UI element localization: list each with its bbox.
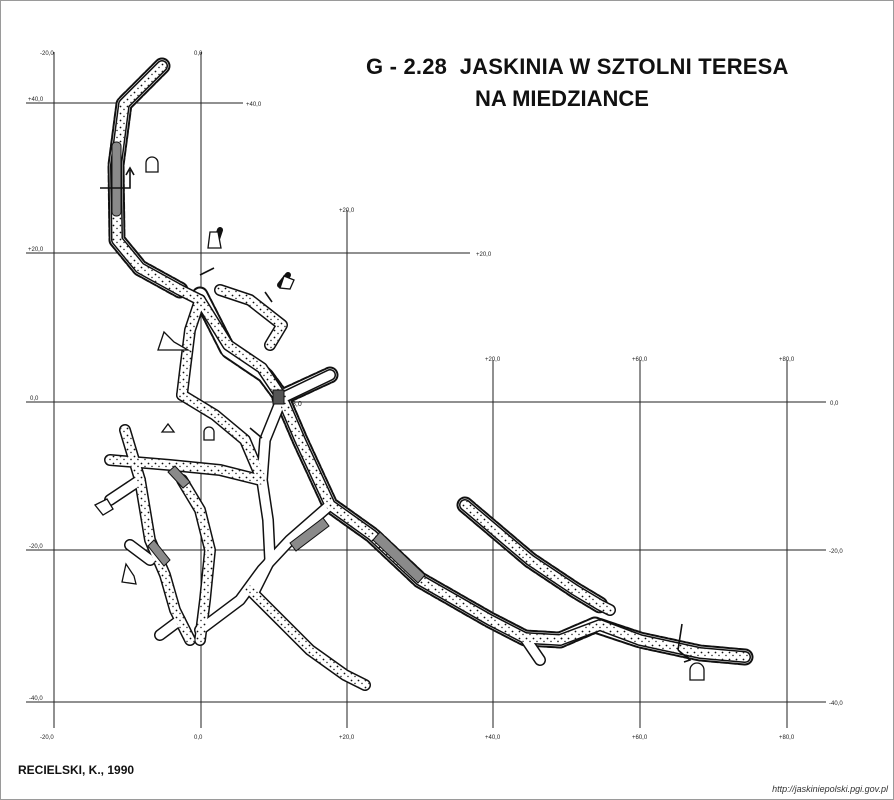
rock-segment: [272, 389, 285, 405]
x-label-top: +20,0: [485, 357, 501, 363]
coordinate-grid: [26, 52, 826, 728]
profile-symbol: [160, 422, 176, 433]
rock-segment: [111, 141, 122, 217]
x-label-top: 0,0: [194, 51, 203, 57]
x-label-bottom: +60,0: [632, 735, 648, 741]
profile-symbols: [93, 156, 705, 681]
x-label-bottom: 0,0: [194, 735, 203, 741]
source-url: http://jaskiniepolski.pgi.gov.pl: [772, 784, 888, 794]
rock-segments: [111, 141, 426, 584]
grid-labels: -20,0 0,0 +20,0 +20,0 +60,0 +80,0 -20,0 …: [28, 51, 843, 741]
rock-segment: [147, 539, 171, 567]
y-label-right: -20,0: [829, 549, 843, 555]
profile-symbol: [203, 426, 215, 441]
y-label-left: -40,0: [29, 696, 43, 702]
rock-segment: [289, 517, 330, 552]
y-label-right: +40,0: [246, 102, 262, 108]
x-label-bottom: +20,0: [339, 735, 355, 741]
profile-symbol: [279, 275, 295, 290]
rock-segment: [372, 531, 426, 584]
y-label-right: -40,0: [829, 701, 843, 707]
y-label-left: -20,0: [29, 544, 43, 550]
author-credit: RECIELSKI, K., 1990: [18, 763, 135, 777]
map-code: G - 2.28: [366, 54, 448, 79]
x-label-top: -20,0: [40, 51, 54, 57]
direction-arrows: [100, 166, 692, 663]
y-label-right: 0,0: [830, 401, 839, 407]
profile-symbol: [93, 498, 114, 516]
profile-symbol: [207, 231, 222, 249]
y-label-right: +20,0: [476, 252, 492, 258]
profile-symbol: [157, 330, 191, 351]
x-label-top: +80,0: [779, 357, 795, 363]
x-label-bottom: +40,0: [485, 735, 501, 741]
map-title: G - 2.28 JASKINIA W SZTOLNI TERESA: [366, 54, 789, 80]
survey-point-label: 8,0: [292, 401, 302, 408]
y-label-left: +20,0: [28, 247, 44, 253]
profile-symbol: [689, 662, 705, 681]
cave-floor-sediment: [105, 61, 750, 690]
profile-symbol: [121, 562, 137, 585]
x-label-bottom: +80,0: [779, 735, 795, 741]
map-title-line2: NA MIEDZIANCE: [475, 86, 649, 111]
x-label-top: +20,0: [339, 208, 355, 214]
y-label-left: +40,0: [28, 97, 44, 103]
map-title-line1: JASKINIA W SZTOLNI TERESA: [459, 54, 789, 79]
x-label-top: +60,0: [632, 357, 648, 363]
x-label-bottom: -20,0: [40, 735, 54, 741]
rock-segment: [167, 465, 191, 489]
y-label-left: 0,0: [30, 396, 39, 402]
profile-symbol: [145, 156, 159, 173]
